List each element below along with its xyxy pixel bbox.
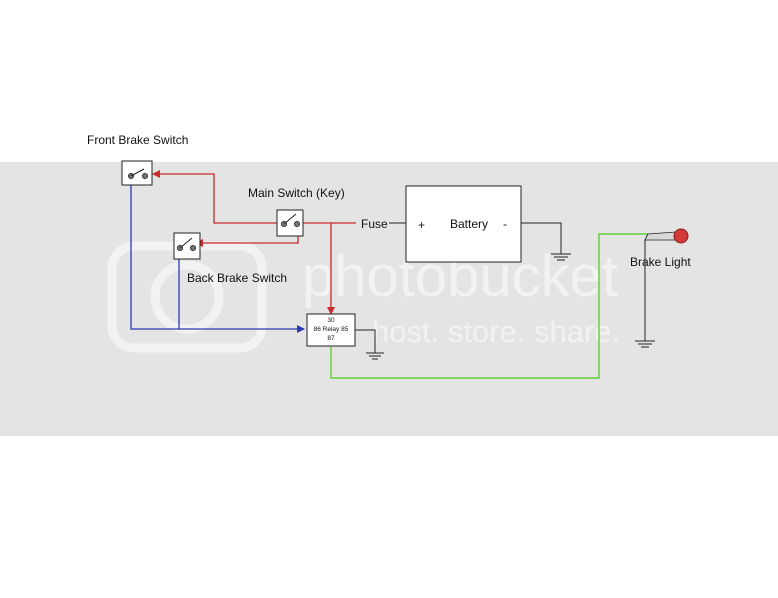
relay-pin-30-label: 30 <box>327 317 335 324</box>
watermark: photobucket host. store. share. <box>107 241 620 353</box>
front-brake-switch <box>121 160 153 186</box>
switch-contact-icon <box>179 237 193 249</box>
battery-label: Battery <box>450 217 488 231</box>
back-brake-switch-label: Back Brake Switch <box>187 271 287 285</box>
signal-wires <box>130 184 305 333</box>
battery-ground <box>521 222 571 261</box>
relay-pin-87-label: 87 <box>327 335 335 342</box>
relay-label: 86 Relay 85 <box>314 326 349 333</box>
relay-ground <box>355 329 384 360</box>
lamp-bulb-icon <box>673 228 689 244</box>
fuse-label: Fuse <box>361 217 388 231</box>
main-switch <box>276 209 304 237</box>
switch-contact-icon <box>283 213 297 225</box>
switch-contact-icon <box>130 168 145 177</box>
brake-light-ground <box>635 240 655 348</box>
wire-front-switch-to-relay <box>130 184 305 333</box>
front-brake-switch-label: Front Brake Switch <box>87 133 188 147</box>
watermark-tagline: host. store. share. <box>372 314 620 349</box>
battery <box>405 185 522 263</box>
wire-main-to-front-switch <box>152 170 277 224</box>
brake-light-label: Brake Light <box>630 255 691 269</box>
wire-relay-87-to-brake-light <box>330 233 648 379</box>
back-brake-switch <box>173 232 201 260</box>
battery-minus-terminal: - <box>503 217 507 231</box>
battery-plus-terminal: + <box>418 218 425 232</box>
main-switch-label: Main Switch (Key) <box>248 186 345 200</box>
brake-light <box>644 228 689 244</box>
diagram-background-band <box>0 162 778 436</box>
